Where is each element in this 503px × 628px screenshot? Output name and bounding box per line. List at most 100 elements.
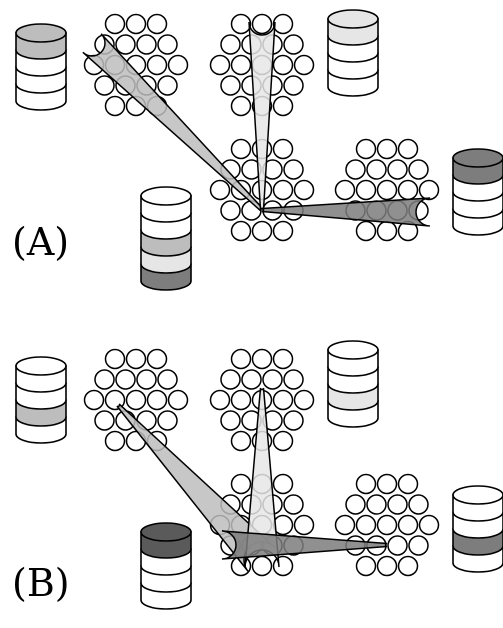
grid-circle: [220, 200, 241, 221]
panel-a-cones: [82, 21, 431, 227]
panel-a-disk-stacks: [15, 9, 503, 291]
grid-circle: [230, 473, 252, 495]
grid-circle: [230, 95, 252, 117]
panel-a-label: (A): [12, 220, 69, 264]
disk-stack-4: [140, 522, 192, 610]
panel-b-disk-stacks: [15, 340, 503, 610]
grid-circle: [272, 473, 294, 495]
grid-circle: [157, 410, 178, 431]
disk-top: [327, 9, 379, 29]
grid-circle: [334, 514, 356, 536]
grid-circle: [355, 514, 377, 536]
grid-circle: [345, 494, 366, 515]
grid-circle: [387, 159, 408, 180]
grid-circle: [220, 34, 241, 55]
grid-circle: [146, 348, 168, 370]
grid-circle: [397, 473, 419, 495]
disk-stack-2: [327, 9, 379, 97]
grid-circle: [418, 514, 440, 536]
grid-circle: [283, 75, 304, 96]
grid-circle: [272, 555, 294, 577]
grid-circle: [104, 430, 126, 452]
circle-grid-4: [334, 138, 440, 242]
grid-circle: [355, 179, 377, 201]
grid-circle: [220, 410, 241, 431]
grid-circle: [251, 555, 273, 577]
disk-top: [15, 23, 67, 43]
grid-circle: [115, 34, 136, 55]
grid-circle: [262, 369, 283, 390]
grid-circle: [157, 34, 178, 55]
grid-circle: [146, 389, 168, 411]
grid-circle: [220, 75, 241, 96]
grid-circle: [136, 34, 157, 55]
disk-top: [327, 340, 379, 360]
grid-circle: [94, 369, 115, 390]
disk-stack-3: [452, 148, 503, 236]
grid-circle: [293, 389, 315, 411]
grid-circle: [293, 514, 315, 536]
grid-circle: [251, 348, 273, 370]
grid-circle: [293, 179, 315, 201]
grid-circle: [230, 138, 252, 160]
grid-circle: [397, 179, 419, 201]
grid-circle: [104, 348, 126, 370]
disk-stack-4: [140, 186, 192, 291]
grid-circle: [272, 220, 294, 242]
grid-circle: [376, 473, 398, 495]
grid-circle: [136, 369, 157, 390]
grid-circle: [230, 13, 252, 35]
grid-circle: [157, 75, 178, 96]
panel-b-cones: [116, 387, 388, 573]
grid-circle: [376, 555, 398, 577]
disk-stack-1: [15, 23, 67, 111]
grid-circle: [345, 159, 366, 180]
grid-circle: [283, 410, 304, 431]
grid-circle: [366, 159, 387, 180]
grid-circle: [376, 514, 398, 536]
grid-circle: [283, 369, 304, 390]
grid-circle: [408, 535, 429, 556]
grid-circle: [115, 369, 136, 390]
grid-circle: [167, 54, 189, 76]
grid-circle: [272, 95, 294, 117]
grid-circle: [241, 369, 262, 390]
grid-circle: [104, 95, 126, 117]
grid-circle: [209, 389, 231, 411]
grid-circle: [94, 75, 115, 96]
circle-grid-4: [334, 473, 440, 577]
disk-top: [452, 148, 503, 168]
grid-circle: [283, 159, 304, 180]
grid-circle: [283, 494, 304, 515]
grid-circle: [230, 389, 252, 411]
grid-circle: [387, 535, 408, 556]
grid-circle: [387, 494, 408, 515]
disk-top: [452, 485, 503, 505]
cone-to-stack-3: [261, 197, 431, 227]
cone-to-stack-2: [248, 21, 276, 211]
grid-circle: [355, 473, 377, 495]
grid-circle: [272, 13, 294, 35]
grid-circle: [209, 179, 231, 201]
grid-circle: [355, 220, 377, 242]
grid-circle: [230, 54, 252, 76]
disk-top: [140, 186, 192, 206]
disk-stack-2: [327, 340, 379, 428]
grid-circle: [125, 348, 147, 370]
panel-a-circle-grids: [83, 13, 440, 242]
disk-stack-1: [15, 356, 67, 444]
grid-circle: [397, 514, 419, 536]
panel-b-label: (B): [12, 561, 70, 605]
grid-circle: [408, 494, 429, 515]
grid-circle: [230, 220, 252, 242]
grid-circle: [157, 369, 178, 390]
grid-circle: [125, 389, 147, 411]
grid-circle: [230, 348, 252, 370]
grid-circle: [272, 348, 294, 370]
grid-circle: [366, 494, 387, 515]
grid-circle: [408, 159, 429, 180]
grid-circle: [376, 179, 398, 201]
circle-grid-2: [209, 348, 315, 452]
grid-circle: [83, 389, 105, 411]
